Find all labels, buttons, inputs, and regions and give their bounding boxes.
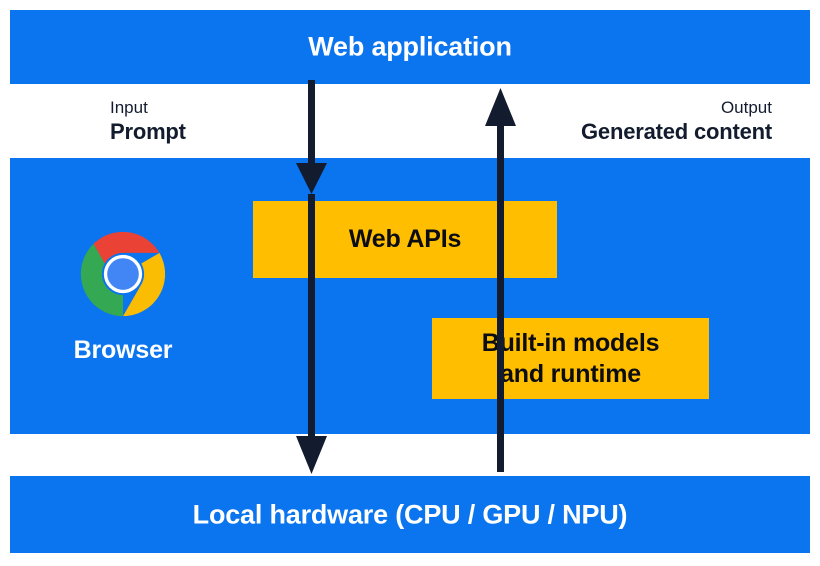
builtin-models-line2: and runtime [500,359,641,388]
output-label-group: Output Generated content [581,97,772,146]
input-kicker: Input [110,98,148,117]
web-application-label: Web application [308,31,512,62]
input-value: Prompt [110,119,186,145]
builtin-models-line1: Built-in models [481,329,660,357]
local-hardware-label: Local hardware (CPU / GPU / NPU) [192,499,628,529]
chrome-logo-icon [80,231,166,317]
browser-group: Browser [52,228,194,365]
output-value: Generated content [581,119,772,145]
builtin-models-text: Built-in models and runtime [482,328,660,389]
web-apis-label: Web APIs [348,225,462,254]
browser-label: Browser [73,336,173,364]
builtin-models-box: Built-in models and runtime [432,318,709,399]
web-apis-box: Web APIs [253,201,557,278]
web-application-band: Web application [10,10,810,84]
local-hardware-band: Local hardware (CPU / GPU / NPU) [10,476,810,553]
input-arrow-icon [296,80,327,474]
browser-band: Browser Web APIs Built-in models and run… [10,158,810,434]
output-kicker: Output [720,98,772,117]
input-label-group: Input Prompt [110,97,186,146]
output-arrow-icon [485,88,516,472]
